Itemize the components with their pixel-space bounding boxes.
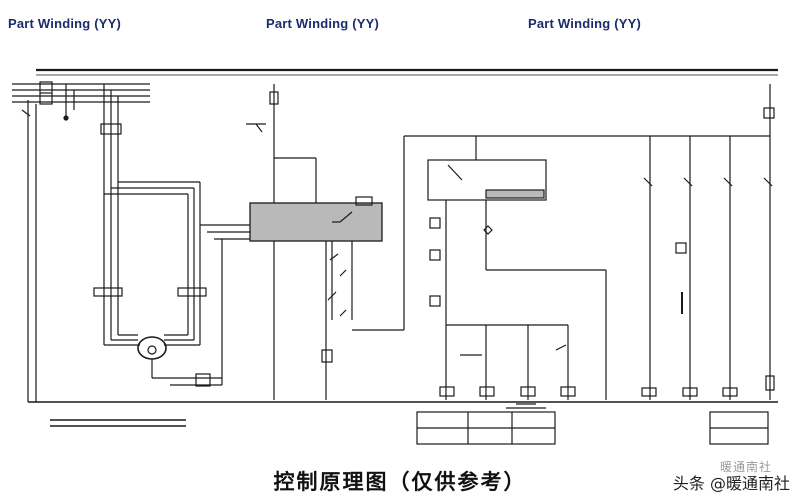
compressor-motor (137, 336, 167, 360)
coil-3 (520, 386, 536, 397)
control-fuse (269, 91, 279, 105)
sensor-2 (429, 249, 441, 261)
coil-2 (479, 386, 495, 397)
thermal-protector (195, 373, 211, 387)
watermark-text: 头条 @暖通南社 (672, 474, 790, 493)
motor-power-lines (93, 84, 222, 387)
watermark-faint-text: 暖通南社 (719, 460, 772, 474)
contact-table-2 (709, 411, 769, 445)
coil-6 (682, 387, 698, 397)
contactor-k2 (177, 287, 207, 297)
diode (483, 225, 493, 235)
control-relay-block (427, 159, 547, 201)
coil-8 (765, 375, 775, 391)
fuse-block (100, 123, 122, 135)
header-part-winding-1: Part Winding (YY) (8, 16, 122, 31)
indicator-lamp (675, 242, 687, 254)
header-part-winding-3: Part Winding (YY) (528, 16, 642, 31)
power-supply-lines (12, 81, 150, 402)
sensor-3 (429, 295, 441, 307)
coil-5 (641, 387, 657, 397)
fuse-right (763, 107, 775, 119)
header-part-winding-2: Part Winding (YY) (266, 16, 380, 31)
relay-coil-1 (321, 349, 333, 363)
coil-4 (560, 386, 576, 397)
diagram-caption: 控制原理图（仅供参考） (273, 470, 527, 494)
sensor-1 (429, 217, 441, 229)
watermark: 暖通南社 头条 @暖通南社 (672, 460, 790, 494)
contact-table-1 (416, 411, 556, 445)
coil-7 (722, 387, 738, 397)
coil-1 (439, 386, 455, 397)
contactor-k1 (93, 287, 123, 297)
controller-module (249, 202, 383, 242)
